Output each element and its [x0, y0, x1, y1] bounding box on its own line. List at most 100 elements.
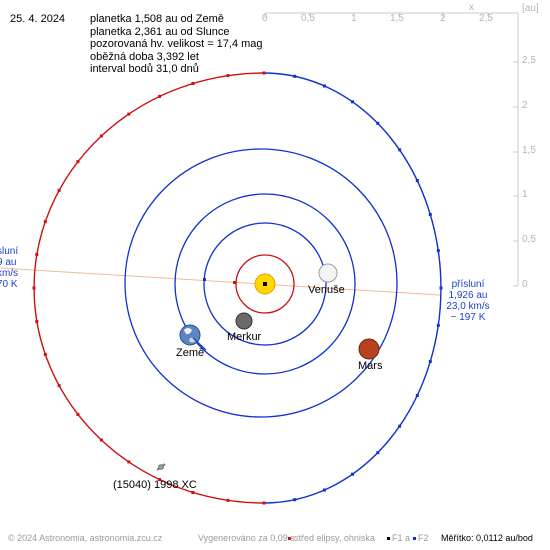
asteroid-position-dot [32, 286, 36, 290]
legend-center-foci: střed elipsy, ohniska [294, 533, 375, 543]
x-axis-label: x [469, 2, 474, 13]
info-block: planetka 1,508 au od Země planetka 2,361… [90, 13, 263, 76]
x-tick-0: 0 [262, 13, 268, 24]
y-tick-2: 2 [522, 100, 528, 111]
legend-f2-square [413, 537, 416, 540]
perihelion-title: přísluní [451, 279, 485, 290]
asteroid-label: (15040) 1998 XC [113, 479, 197, 491]
y-tick-0-5: 0,5 [522, 234, 536, 245]
asteroid-position-dot [262, 501, 266, 505]
earth-orbit [174, 193, 356, 375]
y-tick-2-5: 2,5 [522, 55, 536, 66]
asteroid-icon[interactable] [156, 463, 166, 471]
mars-label: Mars [358, 360, 383, 372]
x-tick-0-5: 0,5 [301, 13, 315, 24]
asteroid-position-dot [351, 472, 354, 476]
perihelion-info: přísluní 1,926 au 23,0 km/s ~ 197 K [437, 279, 499, 323]
asteroid-position-dot [158, 94, 162, 98]
asteroid-position-dot [415, 394, 419, 397]
copyright-link[interactable]: © 2024 Astronomia, astronomia.zcu.cz [8, 533, 163, 543]
aphelion-title: sluní [0, 246, 19, 257]
y-tick-1: 1 [522, 189, 528, 200]
asteroid-position-dot [262, 71, 266, 75]
earth-label: Země [176, 347, 205, 359]
asteroid-position-dot [398, 148, 402, 152]
mars-orbit [124, 148, 398, 418]
axis-ticks [264, 13, 518, 287]
asteroid-position-dot [398, 424, 402, 428]
asteroid-position-dot [35, 252, 39, 256]
mercury-label: Merkur [227, 331, 262, 343]
asteroid-position-dots [32, 71, 443, 505]
asteroid-position-dot [226, 498, 230, 502]
asteroid-position-dot [428, 360, 432, 363]
legend-f1: F1 a [392, 533, 411, 543]
observed-magnitude: pozorovaná hv. velikost = 17,4 mag [90, 38, 263, 50]
asteroid-position-dot [35, 320, 39, 324]
asteroid-position-dot [43, 352, 47, 356]
asteroid-position-dot [323, 84, 326, 88]
legend-f2: F2 [418, 533, 429, 543]
generated-time: Vygenerováno za 0,09 s [198, 533, 295, 543]
aphelion-info: sluní 9 au km/s 70 K [0, 246, 18, 290]
x-tick-2: 2 [440, 13, 446, 24]
asteroid-position-dot [439, 286, 443, 290]
point-interval: interval bodů 31,0 dnů [90, 63, 199, 75]
legend-center-square [288, 537, 291, 540]
asteroid-position-dot [226, 74, 230, 78]
mercury[interactable] [235, 312, 253, 330]
asteroid-position-dot [436, 323, 440, 327]
asteroid-position-dot [191, 491, 195, 494]
venus[interactable] [318, 263, 338, 283]
aphelion-speed: km/s [0, 268, 19, 279]
asteroid-position-dot [376, 121, 380, 125]
date-label: 25. 4. 2024 [10, 13, 66, 25]
distance-from-sun: planetka 2,361 au od Slunce [90, 25, 230, 38]
asteroid-position-dot [428, 213, 432, 216]
asteroid-position-dot [127, 460, 131, 464]
asteroid-position-dot [415, 179, 419, 182]
legend-f1-square [387, 537, 390, 540]
asteroid-position-dot [436, 249, 440, 253]
scale-text: Měřítko: 0,0112 au/bod [441, 533, 533, 543]
aphelion-temperature: 70 K [0, 279, 18, 290]
asteroid-position-dot [57, 384, 61, 388]
asteroid-position-dot [99, 438, 103, 442]
asteroid-position-dot [293, 498, 297, 502]
aphelion-distance: 9 au [0, 257, 17, 268]
focus-f2-marker [203, 278, 206, 281]
x-tick-1-5: 1,5 [390, 13, 404, 24]
mars[interactable] [358, 338, 380, 360]
asteroid-position-dot [376, 451, 380, 455]
earth-asteroid-pointer [192, 337, 207, 351]
scale-label: Měřítko: 0,0112 au/bod [441, 533, 533, 543]
asteroid-position-dot [351, 100, 354, 104]
asteroid-position-dot [293, 74, 297, 78]
y-tick-1-5: 1,5 [522, 145, 536, 156]
perihelion-temperature: ~ 197 K [450, 312, 486, 323]
perihelion-distance: 1,926 au [448, 290, 488, 301]
distance-from-earth: planetka 1,508 au od Země [90, 13, 224, 25]
orbital-period: oběžná doba 3,392 let [90, 50, 199, 63]
x-tick-1: 1 [351, 13, 357, 24]
asteroid-position-dot [158, 478, 162, 482]
asteroid-position-dot [191, 82, 195, 85]
focus-f1-marker [263, 282, 267, 286]
ellipse-center-marker [233, 281, 236, 284]
asteroid-position-dot [323, 488, 326, 492]
perihelion-speed: 23,0 km/s [446, 301, 490, 312]
asteroid-position-dot [43, 220, 47, 224]
venus-orbit [203, 222, 327, 346]
apsis-line [0, 267, 441, 296]
asteroid-position-dot [57, 188, 61, 192]
asteroid-position-dot [76, 160, 80, 164]
y-tick-0: 0 [522, 279, 528, 290]
x-tick-2-5: 2,5 [479, 13, 493, 24]
asteroid-position-dot [99, 134, 103, 138]
venus-label: Venuše [308, 284, 345, 296]
asteroid-orbit-far-arc [33, 72, 265, 504]
asteroid-orbit-near-arc [263, 72, 442, 504]
axis-unit-label: [au] [522, 3, 539, 14]
